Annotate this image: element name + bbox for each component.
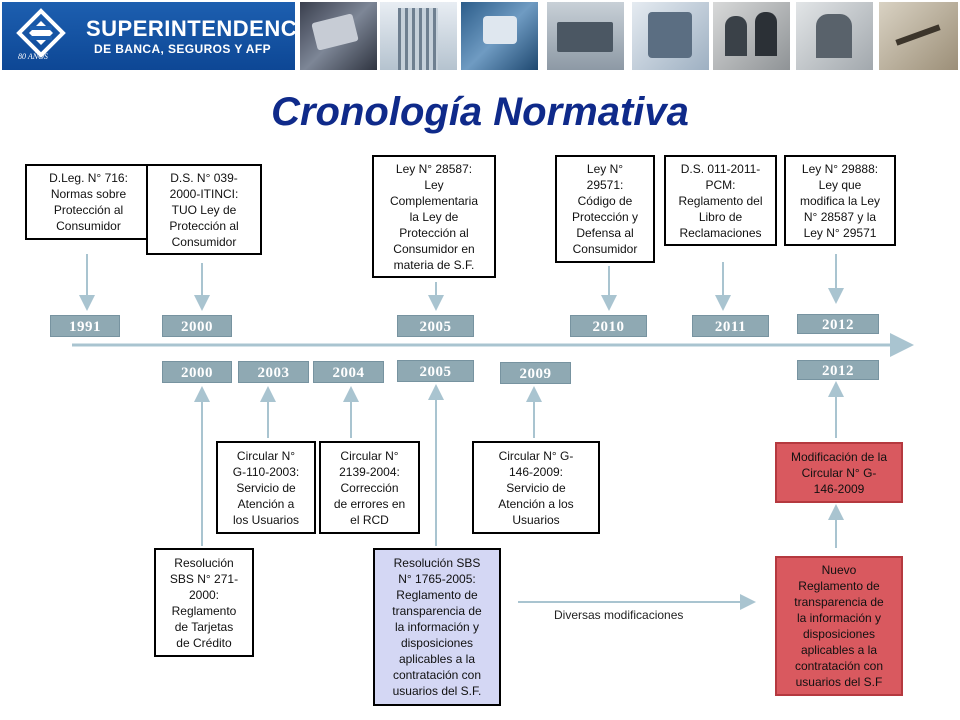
card-dleg-716: D.Leg. N° 716: Normas sobre Protección a…	[25, 164, 152, 240]
year-badge-2009: 2009	[500, 362, 571, 384]
reunion2-photo	[796, 2, 873, 70]
card-circular-2004: Circular N° 2139-2004: Corrección de err…	[319, 441, 420, 534]
page-title: Cronología Normativa	[271, 90, 689, 134]
edificio-photo	[380, 2, 457, 70]
oficina-photo	[547, 2, 624, 70]
year-badge-2003: 2003	[238, 361, 309, 383]
card-nuevo-reglamento: Nuevo Reglamento de transparencia de la …	[775, 556, 903, 696]
year-badge-2005-top: 2005	[397, 315, 474, 337]
year-badge-1991: 1991	[50, 315, 120, 337]
logo-badge: 80 AÑOS	[18, 52, 48, 61]
card-ley-29888: Ley N° 29888: Ley que modifica la Ley N°…	[784, 155, 896, 246]
card-resolucion-1765-2005: Resolución SBS N° 1765-2005: Reglamento …	[373, 548, 501, 706]
card-modificacion-2012: Modificación de la Circular N° G- 146-20…	[775, 442, 903, 503]
year-badge-2000-top: 2000	[162, 315, 232, 337]
teclado-photo	[461, 2, 538, 70]
cajero-photo	[632, 2, 709, 70]
card-circular-2003: Circular N° G-110-2003: Servicio de Aten…	[216, 441, 316, 534]
tarjetas-photo	[300, 2, 377, 70]
year-badge-2012-top: 2012	[797, 314, 879, 334]
sbs-emblem-icon	[16, 8, 66, 58]
reunion-photo	[713, 2, 790, 70]
card-resolucion-271-2000: Resolución SBS N° 271- 2000: Reglamento …	[154, 548, 254, 657]
year-badge-2012-bottom: 2012	[797, 360, 879, 380]
card-ds-039-2000: D.S. N° 039- 2000-ITINCI: TUO Ley de Pro…	[146, 164, 262, 255]
card-ley-29571: Ley N° 29571: Código de Protección y Def…	[555, 155, 655, 263]
logo-title: SUPERINTENDENCIA	[86, 16, 321, 41]
logo-subtitle: DE BANCA, SEGUROS Y AFP	[94, 42, 272, 56]
sbs-logo[interactable]: 80 AÑOS SUPERINTENDENCIA DE BANCA, SEGUR…	[2, 2, 320, 70]
year-badge-2004: 2004	[313, 361, 384, 383]
diversas-modificaciones-label: Diversas modificaciones	[554, 608, 684, 622]
card-ley-28587: Ley N° 28587: Ley Complementaria la Ley …	[372, 155, 496, 278]
year-badge-2005-bottom: 2005	[397, 360, 474, 382]
card-circular-2009: Circular N° G- 146-2009: Servicio de Ate…	[472, 441, 600, 534]
firma-photo	[879, 2, 958, 70]
year-badge-2011: 2011	[692, 315, 769, 337]
year-badge-2010: 2010	[570, 315, 647, 337]
card-ds-011-2011: D.S. 011-2011- PCM: Reglamento del Libro…	[664, 155, 777, 246]
year-badge-2000-bottom: 2000	[162, 361, 232, 383]
header-banner: 80 AÑOS SUPERINTENDENCIA DE BANCA, SEGUR…	[0, 0, 960, 72]
